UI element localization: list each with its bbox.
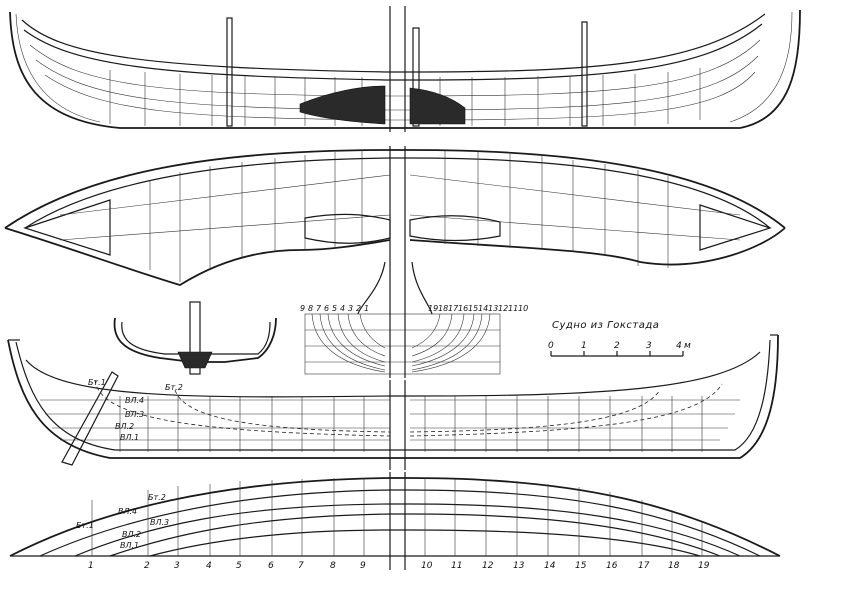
- scale-tick-2: 2: [614, 341, 620, 351]
- body-plan-aft-label: 2: [356, 304, 361, 313]
- body-plan-aft-label: 7: [316, 304, 322, 313]
- body-plan-aft-label: 6: [324, 304, 329, 313]
- body-plan-fwd-label: 17: [448, 304, 459, 313]
- profile-label-bt2: Бт.2: [165, 383, 183, 392]
- station-number: 5: [236, 561, 242, 571]
- body-plan-aft-label: 3: [348, 304, 353, 313]
- profile-stations: [119, 396, 703, 452]
- station-number: 7: [298, 561, 304, 571]
- title-block: Судно из Гокстада: [552, 320, 659, 331]
- half-breadth-plan: Бт.1 Бт.2 ВЛ.4 ВЛ.3 ВЛ.2 ВЛ.1: [9, 472, 781, 570]
- body-plan-fwd-label: 19: [428, 304, 438, 313]
- scale-unit: м: [684, 341, 691, 351]
- body-plan-aft-label: 9: [300, 304, 305, 313]
- hb-label-bt2: Бт.2: [148, 493, 166, 502]
- station-number: 4: [206, 561, 212, 571]
- station-number: 10: [421, 561, 433, 571]
- profile-label-wl3: ВЛ.3: [125, 410, 144, 419]
- scale-bar: 0 1 2 3 4 м: [548, 341, 691, 357]
- station-number: 15: [575, 561, 587, 571]
- body-plan-fwd-label: 10: [518, 304, 528, 313]
- profile-label-bt1: Бт.1: [88, 378, 106, 387]
- body-plan-fwd-label: 11: [508, 304, 518, 313]
- body-plan-aft-label: 4: [340, 304, 345, 313]
- station-number: 1: [88, 561, 94, 571]
- sheer-profile: Бт.1 Бт.2 ВЛ.4 ВЛ.3 ВЛ.2 ВЛ.1: [7, 334, 779, 470]
- body-plan-fwd-label: 14: [478, 304, 488, 313]
- body-plan-aft-label: 8: [308, 304, 313, 313]
- station-number: 6: [268, 561, 274, 571]
- body-plan-fwd-label: 16: [458, 304, 468, 313]
- deck-beams: [149, 151, 669, 282]
- station-number: 11: [451, 561, 462, 571]
- body-plan-aft-label: 5: [332, 304, 337, 313]
- station-number: 19: [698, 561, 710, 571]
- station-number: 16: [606, 561, 618, 571]
- deck-plan: [4, 146, 786, 286]
- scale-tick-0: 0: [548, 341, 554, 351]
- longitudinal-section: [9, 6, 801, 132]
- body-plan-fwd-labels: 19181716151413121110: [428, 304, 528, 313]
- halfbreadth-stations: [91, 478, 703, 556]
- midship-section: [113, 301, 277, 375]
- hb-label-wl3: ВЛ.3: [150, 518, 169, 527]
- body-plan-aft-label: 1: [364, 304, 369, 313]
- hb-label-wl2: ВЛ.2: [122, 530, 141, 539]
- profile-label-wl2: ВЛ.2: [115, 422, 134, 431]
- station-number: 9: [360, 561, 366, 571]
- section-frames: [109, 68, 701, 126]
- body-plan-fwd-label: 18: [438, 304, 448, 313]
- station-number: 14: [544, 561, 556, 571]
- station-number: 2: [144, 561, 150, 571]
- station-number: 17: [638, 561, 650, 571]
- body-plan-fwd-label: 12: [498, 304, 508, 313]
- profile-label-wl1: ВЛ.1: [120, 433, 139, 442]
- station-number: 12: [482, 561, 494, 571]
- body-plan-fwd-label: 15: [468, 304, 478, 313]
- hb-label-wl1: ВЛ.1: [120, 541, 139, 550]
- scale-tick-4: 4: [676, 341, 682, 351]
- hb-label-bt1: Бт.1: [76, 521, 94, 530]
- body-plan-fwd-label: 13: [488, 304, 498, 313]
- station-number: 8: [330, 561, 336, 571]
- profile-label-wl4: ВЛ.4: [125, 396, 144, 405]
- station-number: 18: [668, 561, 680, 571]
- hb-label-wl4: ВЛ.4: [118, 507, 137, 516]
- scale-tick-3: 3: [646, 341, 652, 351]
- station-number: 13: [513, 561, 525, 571]
- scale-tick-1: 1: [581, 341, 587, 351]
- drawing-title: Судно из Гокстада: [552, 320, 659, 331]
- station-number: 3: [174, 561, 180, 571]
